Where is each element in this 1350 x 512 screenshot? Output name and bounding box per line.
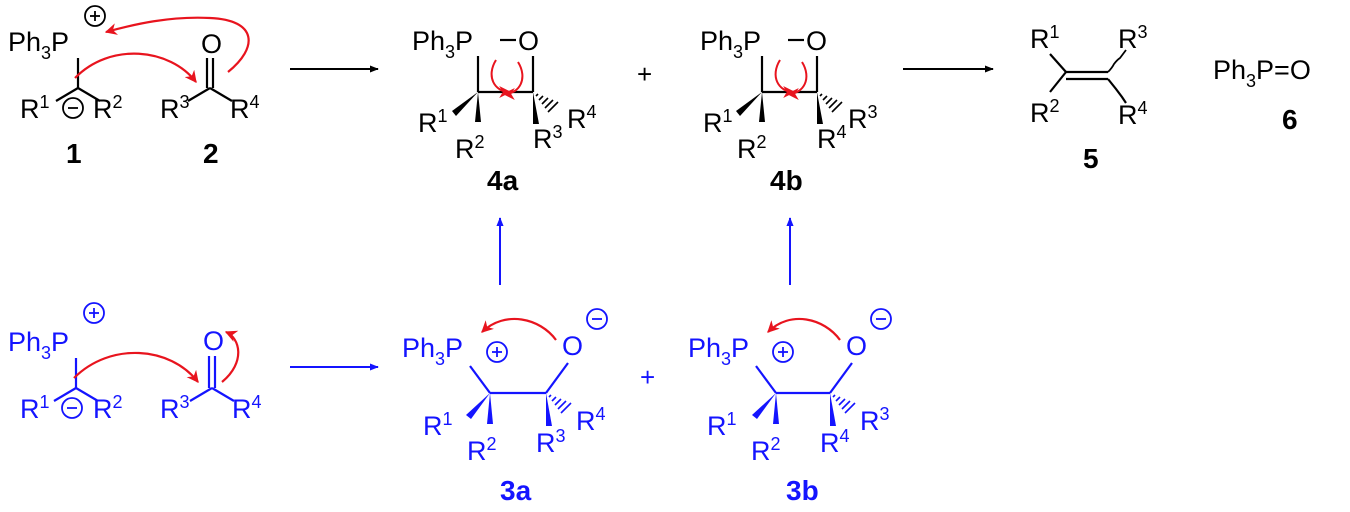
alkene-5: R1 R2 R3 R4 5 xyxy=(1030,22,1148,174)
svg-text:R3: R3 xyxy=(848,102,878,134)
label-2: 2 xyxy=(203,138,219,169)
svg-text:R3: R3 xyxy=(160,92,190,124)
label-3b: 3b xyxy=(786,475,819,506)
svg-text:R1: R1 xyxy=(1030,22,1060,54)
svg-text:R1: R1 xyxy=(20,392,50,424)
label-4a: 4a xyxy=(487,165,519,196)
svg-text:R2: R2 xyxy=(737,132,767,164)
plus-top: + xyxy=(637,59,652,89)
svg-text:R1: R1 xyxy=(418,106,448,138)
plus-bottom: + xyxy=(640,362,655,392)
ylide-blue: Ph3P R1 R2 xyxy=(8,302,123,424)
svg-text:R3: R3 xyxy=(160,392,190,424)
red-curly-arrow-carbonyl-pi-to-oxygen xyxy=(221,330,240,383)
carbonyl-blue: O R3 R4 xyxy=(160,326,262,424)
svg-text:O: O xyxy=(846,331,867,361)
svg-text:R3: R3 xyxy=(860,404,890,436)
svg-text:R1: R1 xyxy=(20,92,50,124)
svg-text:R4: R4 xyxy=(820,426,850,458)
betaine-3a: Ph3P O R1 R2 R3 R4 3a xyxy=(402,308,608,506)
svg-text:Ph3P: Ph3P xyxy=(412,26,473,62)
svg-text:R1: R1 xyxy=(707,409,737,441)
svg-text:R4: R4 xyxy=(817,122,847,154)
svg-text:R1: R1 xyxy=(423,409,453,441)
oxaphosphetane-4a: Ph3P O R1 R2 R3 R4 4a xyxy=(412,26,597,196)
oxaphosphetane-4b: Ph3P O R1 R2 R4 R3 4b xyxy=(700,26,878,196)
svg-text:O: O xyxy=(562,331,583,361)
svg-text:R2: R2 xyxy=(1030,96,1060,128)
svg-text:R4: R4 xyxy=(576,404,606,436)
svg-text:R4: R4 xyxy=(1118,98,1148,130)
svg-text:R2: R2 xyxy=(467,434,497,466)
label-1: 1 xyxy=(66,138,82,169)
svg-text:Ph3P: Ph3P xyxy=(8,27,69,63)
svg-text:R2: R2 xyxy=(751,434,781,466)
svg-text:R3: R3 xyxy=(1118,22,1148,54)
svg-text:R3: R3 xyxy=(536,426,566,458)
svg-text:O: O xyxy=(518,26,539,56)
svg-text:Ph3P=O: Ph3P=O xyxy=(1213,55,1311,91)
label-5: 5 xyxy=(1083,143,1099,174)
label-6: 6 xyxy=(1282,104,1298,135)
svg-text:R2: R2 xyxy=(455,132,485,164)
svg-text:R4: R4 xyxy=(230,92,260,124)
svg-text:R4: R4 xyxy=(567,102,597,134)
svg-text:Ph3P: Ph3P xyxy=(402,333,463,369)
label-4b: 4b xyxy=(770,165,803,196)
svg-text:R4: R4 xyxy=(232,392,262,424)
label-3a: 3a xyxy=(500,475,532,506)
carbonyl-2: O R3 R4 2 xyxy=(160,29,260,169)
svg-text:R3: R3 xyxy=(533,122,563,154)
svg-text:R2: R2 xyxy=(93,392,123,424)
svg-text:Ph3P: Ph3P xyxy=(688,333,749,369)
svg-text:R2: R2 xyxy=(93,92,123,124)
svg-text:O: O xyxy=(806,26,827,56)
svg-text:Ph3P: Ph3P xyxy=(700,26,761,62)
svg-text:O: O xyxy=(203,326,224,356)
svg-text:O: O xyxy=(201,29,222,59)
red-curly-arrow-ylide-to-carbonyl-blue xyxy=(73,351,199,383)
betaine-3b: Ph3P O R1 R2 R4 R3 3b xyxy=(688,308,892,506)
red-curly-arrow-oxygen-to-phosphorus xyxy=(104,16,250,73)
phosphine-oxide-6: Ph3P=O 6 xyxy=(1213,55,1311,135)
svg-text:R1: R1 xyxy=(703,106,733,138)
ylide-1: Ph3P R1 R2 1 xyxy=(8,5,123,169)
red-curly-arrow-ylide-to-carbonyl xyxy=(74,52,197,83)
svg-text:Ph3P: Ph3P xyxy=(8,327,69,363)
